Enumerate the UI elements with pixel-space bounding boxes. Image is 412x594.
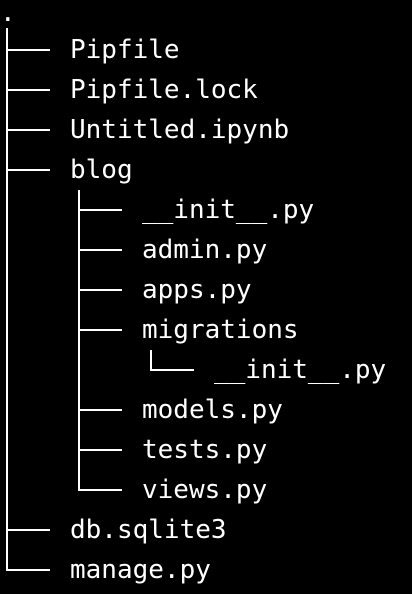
tree-branch-connector <box>78 329 122 331</box>
blog-vertical-connector <box>78 190 80 490</box>
nested-file-name: apps.py <box>142 275 252 305</box>
tree-branch-connector <box>150 369 194 371</box>
file-name: Pipfile <box>70 35 180 65</box>
tree-elbow-connector <box>150 350 152 370</box>
tree-item-blog[interactable]: blog <box>0 150 412 190</box>
nested-file-name: views.py <box>142 475 268 505</box>
tree-item-untitled-ipynb[interactable]: Untitled.ipynb <box>0 110 412 150</box>
tree-branch-connector <box>78 409 122 411</box>
tree-branch-connector <box>6 129 50 131</box>
file-name: blog <box>70 155 133 185</box>
nested-file-name: __init__.py <box>142 195 315 225</box>
tree-branch-connector <box>6 89 50 91</box>
root-vertical-connector <box>6 28 8 570</box>
tree-branch-connector <box>78 249 122 251</box>
tree-item-pipfile[interactable]: Pipfile <box>0 30 412 70</box>
nested-file-name: tests.py <box>142 435 268 465</box>
nested-file-name: __init__.py <box>214 355 387 385</box>
tree-subitem-tests-py[interactable]: tests.py <box>0 430 412 470</box>
file-name: Untitled.ipynb <box>70 115 290 145</box>
tree-item-manage-py[interactable]: manage.py <box>0 550 412 590</box>
tree-item-db-sqlite3[interactable]: db.sqlite3 <box>0 510 412 550</box>
tree-subitem-apps-py[interactable]: apps.py <box>0 270 412 310</box>
tree-branch-connector <box>6 49 50 51</box>
nested-file-name: admin.py <box>142 235 268 265</box>
tree-item-pipfile-lock[interactable]: Pipfile.lock <box>0 70 412 110</box>
tree-branch-connector <box>78 289 122 291</box>
file-name: manage.py <box>70 555 211 585</box>
file-name: Pipfile.lock <box>70 75 258 105</box>
tree-subitem-init-py[interactable]: __init__.py <box>0 190 412 230</box>
root-directory-label: . <box>0 0 16 28</box>
tree-subitem-init-py[interactable]: __init__.py <box>0 350 412 390</box>
file-name: db.sqlite3 <box>70 515 227 545</box>
tree-subitem-models-py[interactable]: models.py <box>0 390 412 430</box>
tree-subitem-views-py[interactable]: views.py <box>0 470 412 510</box>
tree-branch-connector <box>78 489 122 491</box>
tree-subitem-admin-py[interactable]: admin.py <box>0 230 412 270</box>
tree-branch-connector <box>6 169 50 171</box>
nested-file-name: models.py <box>142 395 283 425</box>
tree-subitem-migrations[interactable]: migrations <box>0 310 412 350</box>
tree-branch-connector <box>78 449 122 451</box>
tree-branch-connector <box>78 209 122 211</box>
nested-file-name: migrations <box>142 315 299 345</box>
tree-branch-connector <box>6 529 50 531</box>
tree-branch-connector <box>6 569 50 571</box>
